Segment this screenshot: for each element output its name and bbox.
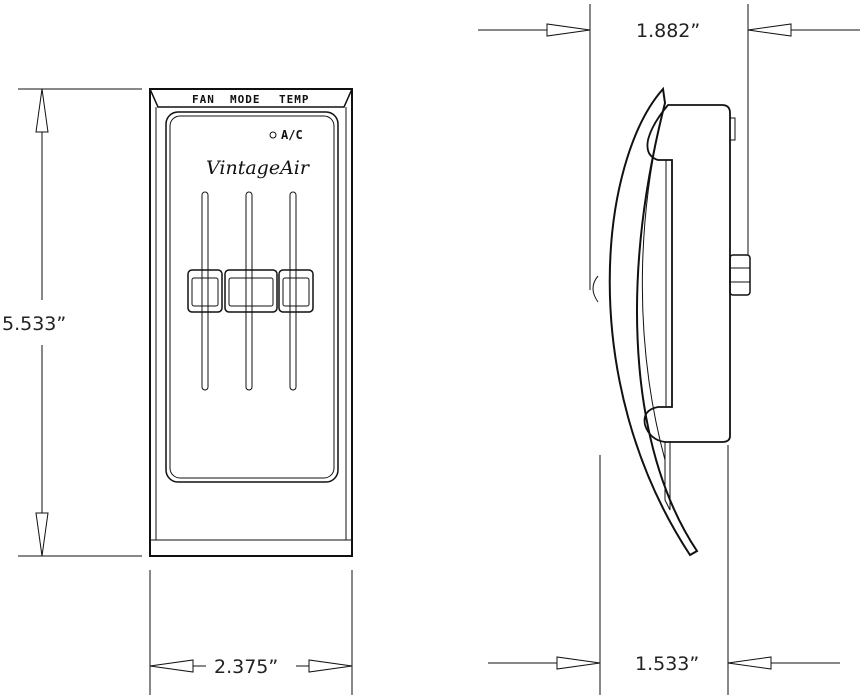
width-dimension: 2.375” xyxy=(149,570,353,695)
front-bump xyxy=(592,275,599,303)
temp-slider-track xyxy=(289,191,297,391)
side-view xyxy=(592,86,751,557)
mode-label: MODE xyxy=(230,93,261,106)
fan-slider-track xyxy=(201,191,209,391)
front-view: FAN MODE TEMP A/C VintageAir xyxy=(148,88,354,557)
curved-face-plate xyxy=(608,86,699,557)
mode-slider-track xyxy=(245,191,253,391)
vintage-air-logo: VintageAir xyxy=(206,157,311,179)
height-dimension: 5.533” xyxy=(2,88,142,557)
height-value: 5.533” xyxy=(2,313,66,335)
fan-label: FAN xyxy=(192,93,215,106)
lower-bracket xyxy=(664,442,671,511)
ac-indicator-label: A/C xyxy=(281,128,303,142)
temp-slider-knob xyxy=(278,269,314,313)
depth-bottom-dimension: 1.533” xyxy=(488,445,840,695)
side-nut xyxy=(729,254,751,296)
temp-label: TEMP xyxy=(279,93,310,106)
face-panel xyxy=(165,111,339,483)
depth-top-value: 1.882” xyxy=(636,20,700,42)
ac-indicator-dot xyxy=(269,131,277,139)
fan-slider-knob xyxy=(187,269,223,313)
mode-slider-knob xyxy=(224,269,278,313)
side-top-tab xyxy=(729,117,736,141)
depth-top-dimension: 1.882” xyxy=(478,4,860,290)
depth-bottom-value: 1.533” xyxy=(635,653,699,675)
width-value: 2.375” xyxy=(214,656,278,678)
side-housing xyxy=(643,104,731,443)
